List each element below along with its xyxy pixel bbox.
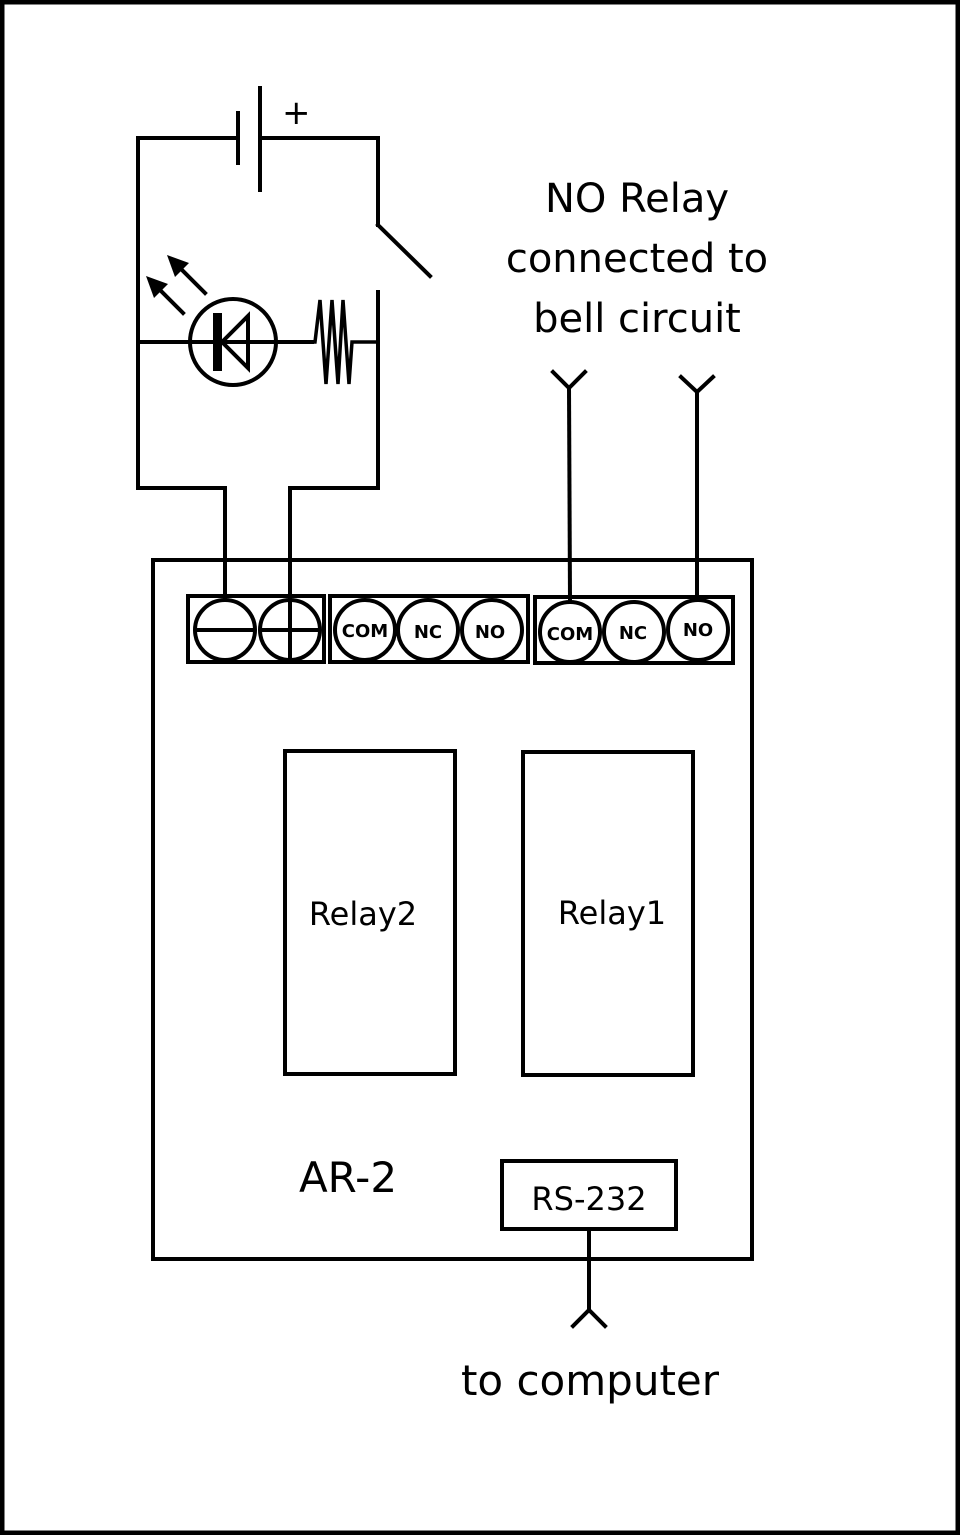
terminal-label: NO — [475, 622, 505, 643]
connector-icon — [550, 369, 588, 391]
battery-plus-label: + — [282, 93, 311, 133]
terminal-minus[interactable] — [193, 598, 257, 662]
switch-icon — [375, 136, 433, 279]
relay2-terminal-nc[interactable]: NC — [396, 598, 460, 662]
connector-icon — [678, 374, 716, 395]
rs-232-label: RS-232 — [531, 1180, 646, 1218]
bell-lead-com — [566, 385, 573, 603]
resistor-icon — [312, 299, 378, 385]
bell-leads — [550, 369, 716, 603]
heading-line-2: connected to — [506, 236, 768, 282]
relay1: Relay1 — [521, 750, 695, 1077]
wire-to-minus-terminal — [136, 486, 227, 602]
relay2: Relay2 — [283, 749, 457, 1076]
connector-icon — [570, 1307, 608, 1329]
terminal-label: COM — [547, 624, 593, 645]
led-icon — [146, 255, 278, 387]
terminal-label: NC — [414, 622, 442, 643]
relay2-terminal-block: COM NC NO — [328, 594, 530, 664]
heading-line-1: NO Relay — [545, 176, 729, 222]
relay1-terminal-no[interactable]: NO — [666, 598, 730, 662]
bell-circuit: + — [136, 86, 433, 602]
heading-line-3: bell circuit — [533, 296, 741, 342]
relay1-terminal-block: COM NC NO — [533, 595, 735, 665]
rs-232-port[interactable]: RS-232 — [500, 1159, 678, 1231]
power-terminal-block — [186, 594, 326, 664]
terminal-plus[interactable] — [258, 598, 322, 662]
board-label: AR-2 — [299, 1153, 397, 1202]
relay2-terminal-com[interactable]: COM — [333, 598, 397, 662]
relay1-terminal-com[interactable]: COM — [538, 600, 602, 664]
ar-2-board — [151, 558, 754, 1261]
relay2-terminal-no[interactable]: NO — [460, 598, 524, 662]
relay2-label: Relay2 — [309, 895, 417, 933]
relay1-label: Relay1 — [558, 894, 666, 932]
battery-icon: + — [136, 86, 380, 192]
heading: NO Relay connected to bell circuit — [506, 176, 768, 342]
terminal-label: COM — [342, 621, 388, 642]
wire-to-plus-terminal — [288, 486, 380, 602]
terminal-label: NO — [683, 620, 713, 641]
to-computer-label: to computer — [461, 1356, 720, 1405]
terminal-label: NC — [619, 623, 647, 644]
relay1-terminal-nc[interactable]: NC — [602, 600, 666, 664]
